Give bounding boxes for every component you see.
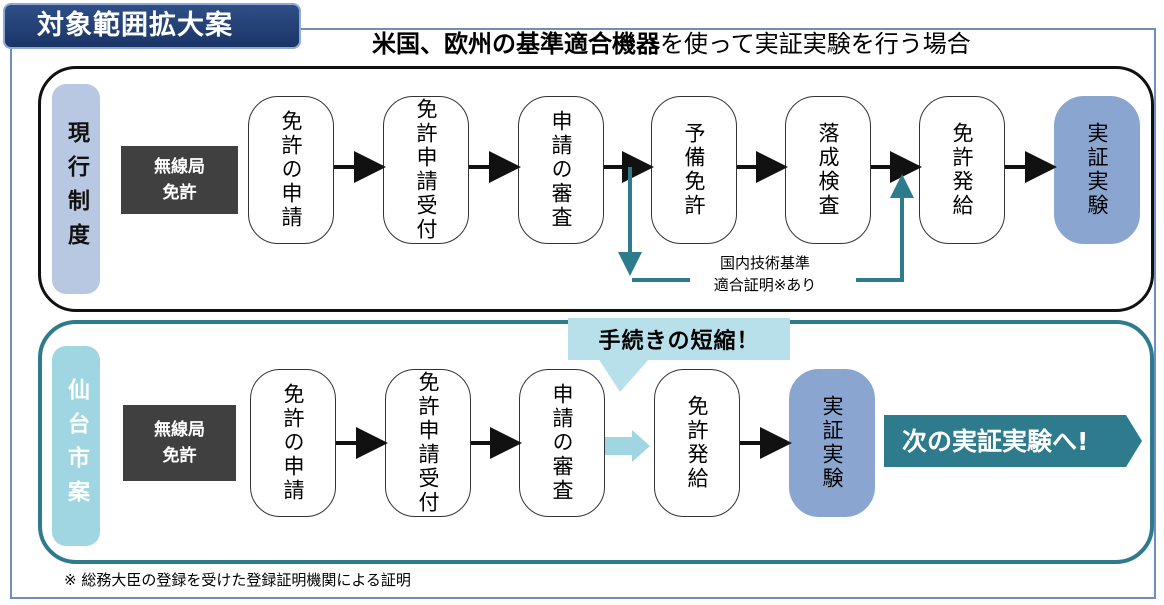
next-banner-shape: [884, 415, 1142, 467]
current-goal-label: 実証実験: [1085, 122, 1109, 218]
proposal-step-2: 免許申請受付: [385, 369, 471, 517]
current-system-panel: [38, 66, 1154, 312]
current-step-1: 免許の申請: [248, 96, 334, 244]
footnote: ※ 総務大臣の登録を受けた登録証明機関による証明: [64, 571, 411, 589]
current-step-2: 免許申請受付: [383, 96, 469, 244]
current-system-label: 現行制度: [52, 84, 100, 294]
current-step-1-label: 免許の申請: [279, 110, 303, 230]
headline-bold: 米国、欧州の基準適合機器: [372, 30, 660, 58]
proposal-step-1-label: 免許の申請: [281, 383, 305, 503]
current-step-4: 予備免許: [651, 96, 737, 244]
proposal-step-4-label: 免許発給: [685, 395, 709, 491]
proposal-goal: 実証実験: [789, 369, 875, 517]
proposal-license-box: 無線局 免許: [123, 405, 236, 481]
page-title: 対象範囲拡大案: [3, 3, 301, 49]
current-goal: 実証実験: [1054, 96, 1140, 244]
proposal-goal-label: 実証実験: [820, 395, 844, 491]
shortening-callout: 手続きの短縮！: [568, 318, 790, 360]
proposal-step-4: 免許発給: [654, 369, 740, 517]
bypass-note: 国内技術基準 適合証明※あり: [713, 254, 817, 294]
current-step-3-label: 申請の審査: [549, 110, 573, 230]
proposal-step-3: 申請の審査: [519, 369, 605, 517]
headline: 米国、欧州の基準適合機器を使って実証実験を行う場合: [372, 24, 971, 59]
proposal-step-2-label: 免許申請受付: [416, 371, 440, 515]
headline-normal: を使って実証実験を行う場合: [660, 30, 971, 58]
current-step-5-label: 落成検査: [816, 122, 840, 218]
next-experiment-banner: 次の実証実験へ!: [902, 427, 1089, 456]
current-step-6-label: 免許発給: [950, 122, 974, 218]
current-step-4-label: 予備免許: [682, 122, 706, 218]
current-step-3: 申請の審査: [518, 96, 604, 244]
current-step-6: 免許発給: [919, 96, 1005, 244]
proposal-step-1: 免許の申請: [250, 369, 336, 517]
current-license-box: 無線局 免許: [121, 146, 238, 214]
proposal-label: 仙台市案: [52, 346, 100, 546]
current-step-2-label: 免許申請受付: [414, 98, 438, 242]
proposal-step-3-label: 申請の審査: [550, 383, 574, 503]
